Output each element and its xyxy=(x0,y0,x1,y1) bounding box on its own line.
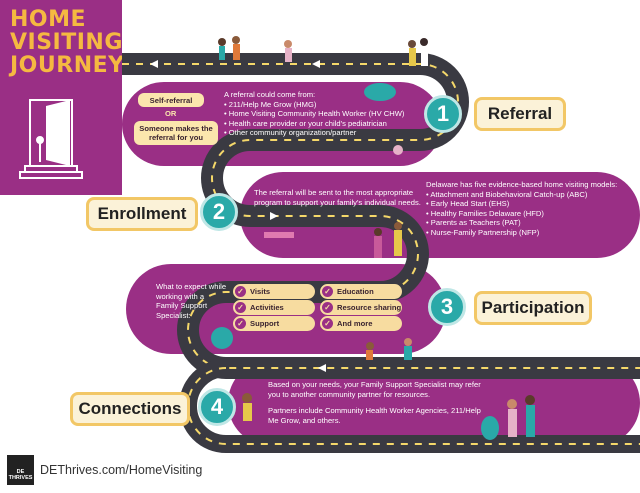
title-line-2: VISITING xyxy=(10,30,123,55)
pill-label: Support xyxy=(250,319,280,328)
pill-label: Education xyxy=(337,287,374,296)
connections-label: Connections xyxy=(70,392,190,426)
check-icon: ✓ xyxy=(235,286,246,297)
pill-activities: ✓ Activities xyxy=(233,300,315,315)
model-item: Early Head Start (EHS) xyxy=(426,199,626,209)
check-icon: ✓ xyxy=(322,302,333,313)
models-intro: Delaware has five evidence-based home vi… xyxy=(426,180,618,189)
check-icon: ✓ xyxy=(322,318,333,329)
referral-item: Other community organization/partner xyxy=(224,128,434,138)
pill-label: Activities xyxy=(250,303,284,312)
logo-line-2: THRIVES xyxy=(8,475,33,481)
direction-arrows xyxy=(150,60,326,372)
model-item: Nurse-Family Partnership (NFP) xyxy=(426,228,626,238)
pill-resource-sharing: ✓ Resource sharing xyxy=(320,300,402,315)
models-block: Delaware has five evidence-based home vi… xyxy=(426,180,626,238)
participation-intro: What to expect while working with a Fami… xyxy=(156,282,227,320)
people-icons xyxy=(218,36,535,437)
models-list: Attachment and Biobehavioral Catch-up (A… xyxy=(426,190,626,238)
step-3-badge: 3 xyxy=(428,288,466,326)
check-icon: ✓ xyxy=(235,318,246,329)
model-item: Healthy Families Delaware (HFD) xyxy=(426,209,626,219)
referral-item: 211/Help Me Grow (HMG) xyxy=(224,100,434,110)
referral-intro: A referral could come from: xyxy=(224,90,316,99)
logo-line-1: DE xyxy=(16,469,25,475)
open-door-icon xyxy=(19,99,83,179)
title-line-3: JOURNEY xyxy=(10,53,125,78)
pill-visits: ✓ Visits xyxy=(233,284,315,299)
check-icon: ✓ xyxy=(322,286,333,297)
pill-education: ✓ Education xyxy=(320,284,402,299)
participation-label: Participation xyxy=(474,291,592,325)
referral-list: 211/Help Me Grow (HMG) Home Visiting Com… xyxy=(224,100,434,138)
check-icon: ✓ xyxy=(235,302,246,313)
pill-label: And more xyxy=(337,319,373,328)
pill-label: Visits xyxy=(250,287,271,296)
step-2-badge: 2 xyxy=(200,193,238,231)
title-line-1: HOME xyxy=(10,7,87,32)
or-label: OR xyxy=(165,109,177,118)
step-4-badge: 4 xyxy=(198,388,236,426)
referral-item: Health care provider or your child's ped… xyxy=(224,119,434,129)
referral-item: Home Visiting Community Health Worker (H… xyxy=(224,109,434,119)
bush-icons xyxy=(211,83,499,440)
step-1-badge: 1 xyxy=(424,95,462,133)
referral-text: A referral could come from: 211/Help Me … xyxy=(224,90,434,138)
connections-text-2: Partners include Community Health Worker… xyxy=(268,406,481,425)
connections-text-1: Based on your needs, your Family Support… xyxy=(268,380,481,399)
enrollment-label: Enrollment xyxy=(86,197,198,231)
pill-support: ✓ Support xyxy=(233,316,315,331)
model-item: Parents as Teachers (PAT) xyxy=(426,218,626,228)
referral-label: Referral xyxy=(474,97,566,131)
someone-referral-chip: Someone makes the referral for you xyxy=(134,121,218,145)
pill-and-more: ✓ And more xyxy=(320,316,402,331)
enrollment-text: The referral will be sent to the most ap… xyxy=(254,188,421,207)
footer-url-link[interactable]: DEThrives.com/HomeVisiting xyxy=(40,463,203,477)
self-referral-chip: Self-referral xyxy=(138,93,204,107)
de-thrives-logo: DE THRIVES xyxy=(7,455,34,485)
page-title: HOME VISITING JOURNEY xyxy=(10,8,125,77)
pill-label: Resource sharing xyxy=(337,303,402,312)
model-item: Attachment and Biobehavioral Catch-up (A… xyxy=(426,190,626,200)
